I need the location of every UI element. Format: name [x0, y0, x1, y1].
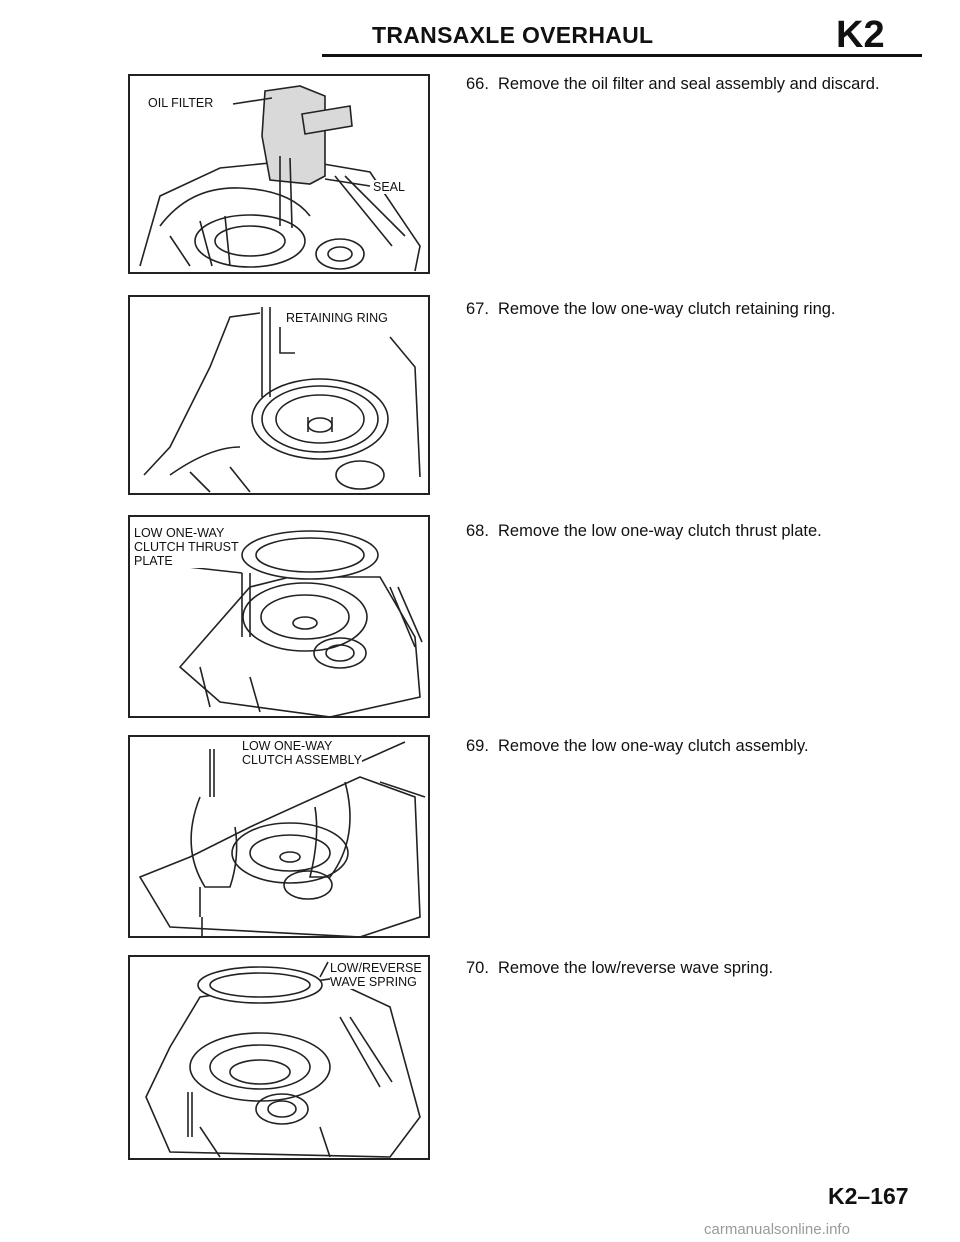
- wave-spring-illustration: [145, 961, 421, 1158]
- step-text: Remove the oil filter and seal assembly …: [498, 75, 880, 93]
- step-68: 68. Remove the low one-way clutch thrust …: [466, 522, 822, 541]
- figure-retaining-ring: RETAINING RING: [128, 295, 430, 495]
- callout-seal: SEAL: [373, 180, 405, 194]
- page-number: K2–167: [828, 1183, 909, 1209]
- step-70: 70. Remove the low/reverse wave spring.: [466, 959, 773, 978]
- oil-filter-illustration: [139, 85, 421, 272]
- step-69: 69. Remove the low one-way clutch assembl…: [466, 737, 809, 756]
- figure-clutch-assembly: LOW ONE-WAY CLUTCH ASSEMBLY: [128, 735, 430, 938]
- step-text: Remove the low/reverse wave spring.: [498, 959, 774, 977]
- callout-clutch-assembly: LOW ONE-WAY CLUTCH ASSEMBLY: [242, 739, 362, 767]
- thrust-plate-illustration: [178, 530, 423, 716]
- clutch-assembly-illustration: [138, 741, 426, 936]
- step-66: 66. Remove the oil filter and seal assemb…: [466, 75, 880, 94]
- retaining-ring-illustration: [143, 307, 421, 493]
- callout-oil-filter: OIL FILTER: [148, 96, 214, 110]
- step-number: 70.: [466, 959, 489, 977]
- callout-wave-spring: LOW/REVERSE WAVE SPRING: [330, 961, 422, 989]
- figure-thrust-plate: LOW ONE-WAY CLUTCH THRUST PLATE: [128, 515, 430, 718]
- step-text: Remove the low one-way clutch assembly.: [498, 737, 809, 755]
- step-67: 67. Remove the low one-way clutch retaini…: [466, 300, 836, 319]
- header-rule: [322, 54, 922, 57]
- watermark: carmanualsonline.info: [704, 1221, 850, 1238]
- step-number: 67.: [466, 300, 489, 318]
- page-title: TRANSAXLE OVERHAUL: [372, 22, 654, 48]
- section-code: K2: [836, 14, 885, 56]
- callout-retaining-ring: RETAINING RING: [286, 311, 388, 325]
- figure-wave-spring: LOW/REVERSE WAVE SPRING: [128, 955, 430, 1160]
- step-number: 69.: [466, 737, 489, 755]
- step-number: 68.: [466, 522, 489, 540]
- step-text: Remove the low one-way clutch thrust pla…: [498, 522, 822, 540]
- step-number: 66.: [466, 75, 489, 93]
- step-text: Remove the low one-way clutch retaining …: [498, 300, 836, 318]
- figure-oil-filter: OIL FILTER SEAL: [128, 74, 430, 274]
- callout-thrust-plate: LOW ONE-WAY CLUTCH THRUST PLATE: [134, 526, 239, 568]
